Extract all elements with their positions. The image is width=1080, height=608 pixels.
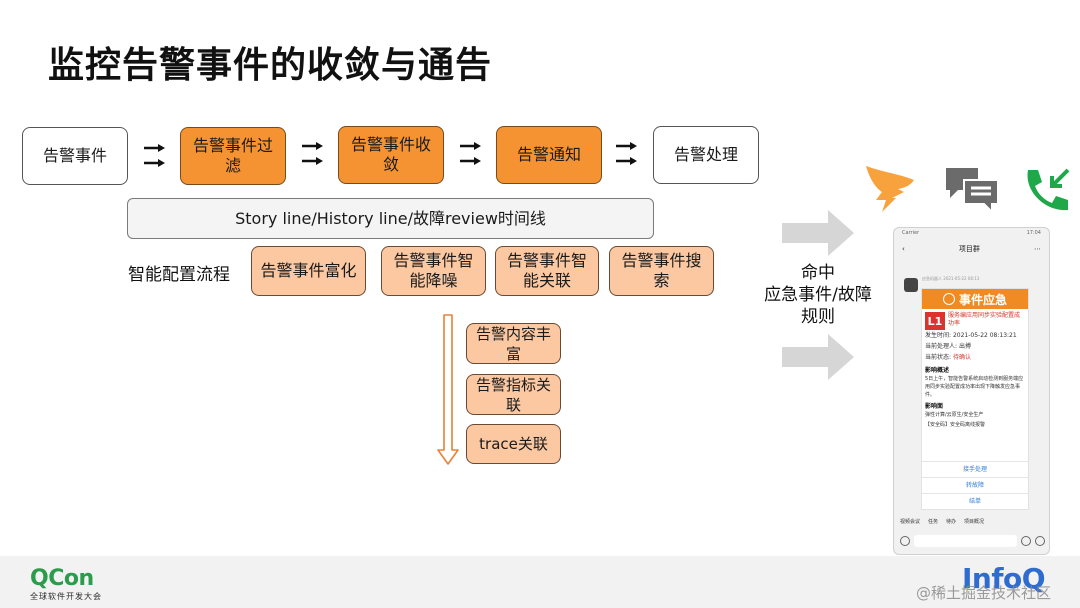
arrow-right-icon — [614, 139, 640, 169]
tab-project-overview[interactable]: 项目概况 — [964, 519, 985, 525]
smart-item-label: 告警事件智能关联 — [506, 251, 587, 290]
card-header: 事件应急 — [922, 289, 1028, 309]
status-label: 当前状态: — [925, 354, 952, 361]
enrich-item-metric: 告警指标关联 — [466, 374, 561, 415]
status-value: 待确认 — [952, 354, 971, 361]
phone-status-bar: Carrier 17:04 — [894, 228, 1049, 240]
add-icon[interactable] — [1035, 536, 1045, 546]
occur-time-label: 发生时间: — [925, 332, 952, 339]
flow-step-label: 告警处理 — [673, 145, 738, 164]
status: 当前状态: 待确认 — [922, 352, 1028, 363]
flow-step-converge: 告警事件收敛 — [338, 126, 444, 184]
large-arrow-right-icon — [782, 334, 854, 380]
smart-item-label: 告警事件搜索 — [621, 251, 702, 290]
emoji-icon[interactable] — [1021, 536, 1031, 546]
to-incident-button[interactable]: 转故障 — [922, 477, 1028, 491]
qcon-subtitle: 全球软件开发大会 — [30, 592, 102, 601]
alert-message: 服务编应用同步实验配置成功率 — [948, 312, 1021, 327]
qcon-logo: QCon — [30, 566, 94, 591]
handler-label: 当前处理人: — [925, 343, 958, 350]
occur-time: 发生时间: 2021-05-22 08:13:21 — [922, 330, 1028, 341]
arrow-right-icon — [300, 139, 326, 169]
smart-item-denoise: 告警事件智能降噪 — [381, 246, 486, 296]
flow-step-handle: 告警处理 — [653, 126, 759, 184]
impact-scope-text: 弹性计算/云原生/安全生产 — [925, 412, 984, 418]
smart-item-enrich: 告警事件富化 — [251, 246, 366, 296]
occur-time-value: 2021-05-22 08:13:21 — [952, 332, 1017, 339]
level-badge: L1 — [925, 312, 945, 330]
incident-card: 事件应急 L1 服务编应用同步实验配置成功率 发生时间: 2021-05-22 … — [921, 288, 1029, 510]
flow-step-label: 告警事件收敛 — [350, 135, 431, 174]
down-arrow-icon — [436, 314, 460, 466]
sms-icon — [944, 166, 1000, 215]
flow-step-label: 告警事件 — [42, 146, 107, 165]
timeline-label: Story line/History line/故障review时间线 — [235, 208, 546, 228]
large-arrow-right-icon — [782, 210, 854, 256]
card-title: 事件应急 — [958, 292, 1007, 307]
impact-summary-title: 影响概述 — [925, 367, 950, 374]
flow-step-filter: 告警事件过滤 — [180, 127, 286, 185]
arrow-right-icon — [458, 139, 484, 169]
flow-step-alert-event: 告警事件 — [22, 127, 128, 185]
tab-todo[interactable]: 待办 — [946, 519, 957, 525]
back-icon: ‹ — [902, 245, 905, 253]
enrich-item-label: 告警指标关联 — [475, 375, 551, 414]
take-over-button[interactable]: 接手处理 — [922, 461, 1028, 475]
enrich-item-trace: trace关联 — [466, 424, 561, 464]
infoq-logo: InfoQ — [962, 562, 1046, 595]
bot-avatar — [904, 278, 918, 292]
tab-video-meeting[interactable]: 视频会议 — [900, 519, 921, 525]
phone-call-icon — [1020, 166, 1072, 214]
dingtalk-icon — [864, 158, 916, 214]
smart-item-correlate: 告警事件智能关联 — [495, 246, 599, 296]
handler: 当前处理人: 出搏 — [922, 341, 1028, 352]
rule-hit-label: 命中 应急事件/故障 规则 — [756, 262, 880, 328]
flow-step-label: 告警事件过滤 — [192, 136, 273, 175]
enrich-item-label: trace关联 — [479, 435, 548, 453]
smart-item-label: 告警事件富化 — [260, 261, 357, 280]
smart-config-label: 智能配置流程 — [128, 265, 230, 285]
enrich-item-label: 告警内容丰富 — [475, 324, 551, 363]
status-time: 17:04 — [1026, 230, 1041, 236]
phone-nav-bar: ‹ 项目群 ⋯ — [894, 240, 1049, 258]
rule-hit-text: 命中 应急事件/故障 规则 — [764, 263, 872, 327]
alert-row: L1 服务编应用同步实验配置成功率 — [922, 309, 1028, 330]
flow-step-label: 告警通知 — [516, 145, 581, 164]
smart-item-label: 告警事件智能降噪 — [393, 251, 474, 290]
status-carrier: Carrier — [902, 230, 920, 236]
flow-step-notify: 告警通知 — [496, 126, 602, 184]
chat-input[interactable] — [914, 535, 1017, 547]
enrich-item-content: 告警内容丰富 — [466, 323, 561, 364]
chat-input-bar — [900, 533, 1045, 549]
voice-icon[interactable] — [900, 536, 910, 546]
smart-item-search: 告警事件搜索 — [609, 246, 714, 296]
impact-summary-text: 5日上午，智能告警系统启动检测到服务端应用同步实验配置成功率出现下降触发应急事件… — [925, 376, 1024, 398]
chat-title: 项目群 — [958, 245, 980, 253]
phone-screenshot: Carrier 17:04 ‹ 项目群 ⋯ 应急机器人 2021-05-22 0… — [893, 227, 1050, 555]
watermark: @稀土掘金技术社区 — [916, 584, 1052, 602]
arrow-right-icon — [142, 141, 168, 171]
page-title: 监控告警事件的收敛与通告 — [48, 45, 493, 86]
handler-value: 出搏 — [958, 343, 971, 350]
close-ticket-button[interactable]: 结单 — [922, 493, 1028, 507]
chat-tab-bar: 视频会议 任务 待办 项目概况 — [900, 518, 984, 525]
impact-scope-title: 影响面 — [925, 403, 944, 410]
tab-task[interactable]: 任务 — [928, 519, 939, 525]
message-meta: 应急机器人 2021-05-22 08:13 — [922, 276, 980, 281]
more-icon: ⋯ — [1034, 245, 1041, 253]
timeline-bar: Story line/History line/故障review时间线 — [127, 198, 654, 239]
clock-icon — [942, 293, 955, 305]
tag-line: 【安全码】安全码离线报警 — [925, 422, 986, 428]
footer-bar — [0, 556, 1080, 608]
